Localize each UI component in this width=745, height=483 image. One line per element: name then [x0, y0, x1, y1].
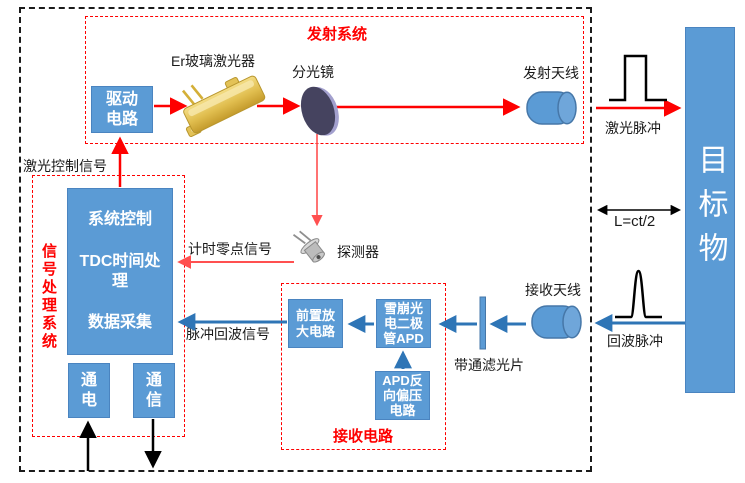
comm-line1: 通	[145, 371, 162, 389]
power-box: 通 电	[68, 363, 110, 418]
preamp-line2: 大电路	[295, 323, 335, 339]
receive-antenna-label: 接收天线	[525, 282, 581, 298]
power-line1: 通	[80, 371, 97, 389]
comm-line2: 信	[145, 391, 162, 409]
laser-pulse-label: 激光脉冲	[605, 120, 661, 136]
detector-label: 探测器	[337, 244, 379, 260]
target-label: 目标物	[693, 144, 727, 276]
system-outer-border	[19, 7, 592, 472]
signal-processing-title: 信号处理系统	[40, 243, 57, 351]
power-line2: 电	[80, 391, 97, 409]
apd-line1: 雪崩光	[383, 300, 423, 316]
beam-splitter-label: 分光镜	[292, 64, 334, 80]
apd-line2: 电二极	[383, 315, 423, 331]
laser-pulse-waveform-icon	[609, 54, 667, 102]
apd-bias-line3: 电路	[389, 403, 416, 419]
distance-formula-label: L=ct/2	[614, 213, 656, 230]
control-line-tdc: TDC时间处理	[79, 252, 161, 290]
apd-bias-line2: 向偏压	[382, 387, 422, 403]
echo-pulse-waveform-icon	[615, 269, 662, 319]
er-laser-label: Er玻璃激光器	[171, 53, 255, 69]
control-line-system-control: 系统控制	[87, 211, 152, 229]
pulse-echo-signal-label: 脉冲回波信号	[186, 326, 270, 342]
receive-circuit-border	[281, 283, 446, 450]
preamp-line1: 前置放	[295, 308, 335, 324]
laser-control-signal-label: 激光控制信号	[23, 158, 107, 174]
bandpass-filter-label: 带通滤光片	[454, 357, 524, 373]
apd-bias-box: APD反 向偏压 电路	[375, 371, 430, 420]
control-line-data-acquisition: 数据采集	[87, 313, 152, 331]
transmit-system-border	[85, 16, 584, 144]
apd-line3: 管APD	[383, 331, 424, 347]
comm-box: 通 信	[133, 363, 175, 418]
receive-circuit-title: 接收电路	[333, 428, 394, 445]
transmit-system-title: 发射系统	[307, 26, 368, 43]
drive-circuit-line1: 驱动	[105, 90, 138, 108]
signal-processing-border	[32, 175, 185, 437]
apd-box: 雪崩光 电二极 管APD	[376, 299, 431, 348]
preamp-box: 前置放 大电路	[288, 299, 343, 348]
timing-zero-signal-label: 计时零点信号	[188, 241, 272, 257]
apd-bias-line1: APD反	[382, 372, 423, 388]
echo-pulse-label: 回波脉冲	[607, 333, 663, 349]
transmit-antenna-label: 发射天线	[523, 65, 579, 81]
drive-circuit-box: 驱动 电路	[91, 86, 153, 133]
system-control-box: 系统控制 TDC时间处理 数据采集	[67, 188, 173, 355]
target-box: 目标物	[685, 27, 735, 393]
drive-circuit-line2: 电路	[105, 110, 138, 128]
